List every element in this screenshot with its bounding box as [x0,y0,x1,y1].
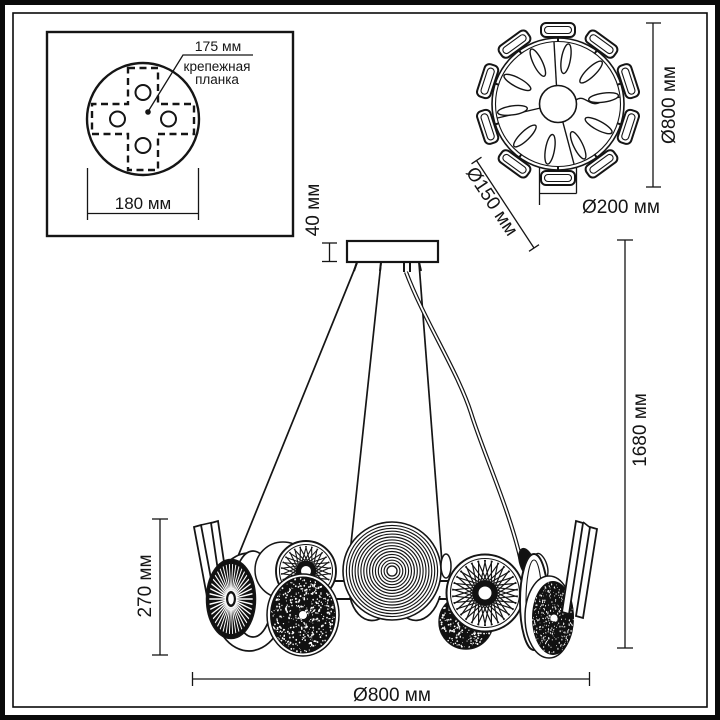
dim-topview-diameter-lines [646,22,661,188]
dim-label-hub-diameter: Ø200 мм [582,197,660,218]
dim-label-base-width: 180 мм [115,194,171,213]
mount-hole-bottom [134,137,152,154]
cable-left [229,262,358,577]
dim-suspension-height-lines [617,239,633,649]
lamp-disc-web-right [445,553,525,633]
dim-base-width-lines [86,168,200,220]
mounting-plate-dashed-cross [90,66,196,172]
plate-name-line2: планка [195,72,239,87]
dim-label-shade-diameter: Ø150 мм [461,163,522,240]
top-view: Ø800 мм Ø150 мм Ø200 мм [461,22,680,252]
cable-middle [347,262,382,573]
dim-label-canopy-height: 40 мм [303,184,324,237]
ceiling-canopy [345,239,440,264]
dim-label-plate-span: 175 мм [195,38,242,54]
power-cord [404,271,524,562]
power-cord-highlight [405,271,522,562]
dim-label-body-diameter: Ø800 мм [353,685,431,706]
dim-label-topview-diameter: Ø800 мм [659,66,680,144]
front-view: 40 мм [135,184,651,706]
plate-name-line1: крепежная [184,59,251,74]
center-point [145,109,151,115]
dim-shade-diameter-lines [471,156,540,252]
dim-label-suspension-height: 1680 мм [630,393,651,467]
mount-plate-detail-inset: 175 мм крепежная планка 180 мм [45,30,295,238]
lamp-disc-stipple-left [266,573,340,657]
dim-hub-diameter-lines [538,168,578,205]
mount-hole-left [109,110,126,128]
leader-line [148,54,253,111]
mount-hole-right [160,110,177,128]
dim-canopy-height-lines [322,242,337,263]
hub-circle [538,84,578,124]
inner-border [12,12,708,708]
dim-body-height-lines [152,518,168,656]
dim-body-diameter-lines [191,672,591,686]
dim-label-body-height: 270 мм [135,554,156,617]
shade-holder-left [440,553,452,579]
lamp-disc-concentric-center [342,521,442,621]
right-frame [560,519,599,620]
mount-hole-top [134,84,152,101]
lamp-disc-sunburst [205,558,257,640]
canopy-base-circle [85,61,201,177]
canopy-stubs [353,261,422,272]
